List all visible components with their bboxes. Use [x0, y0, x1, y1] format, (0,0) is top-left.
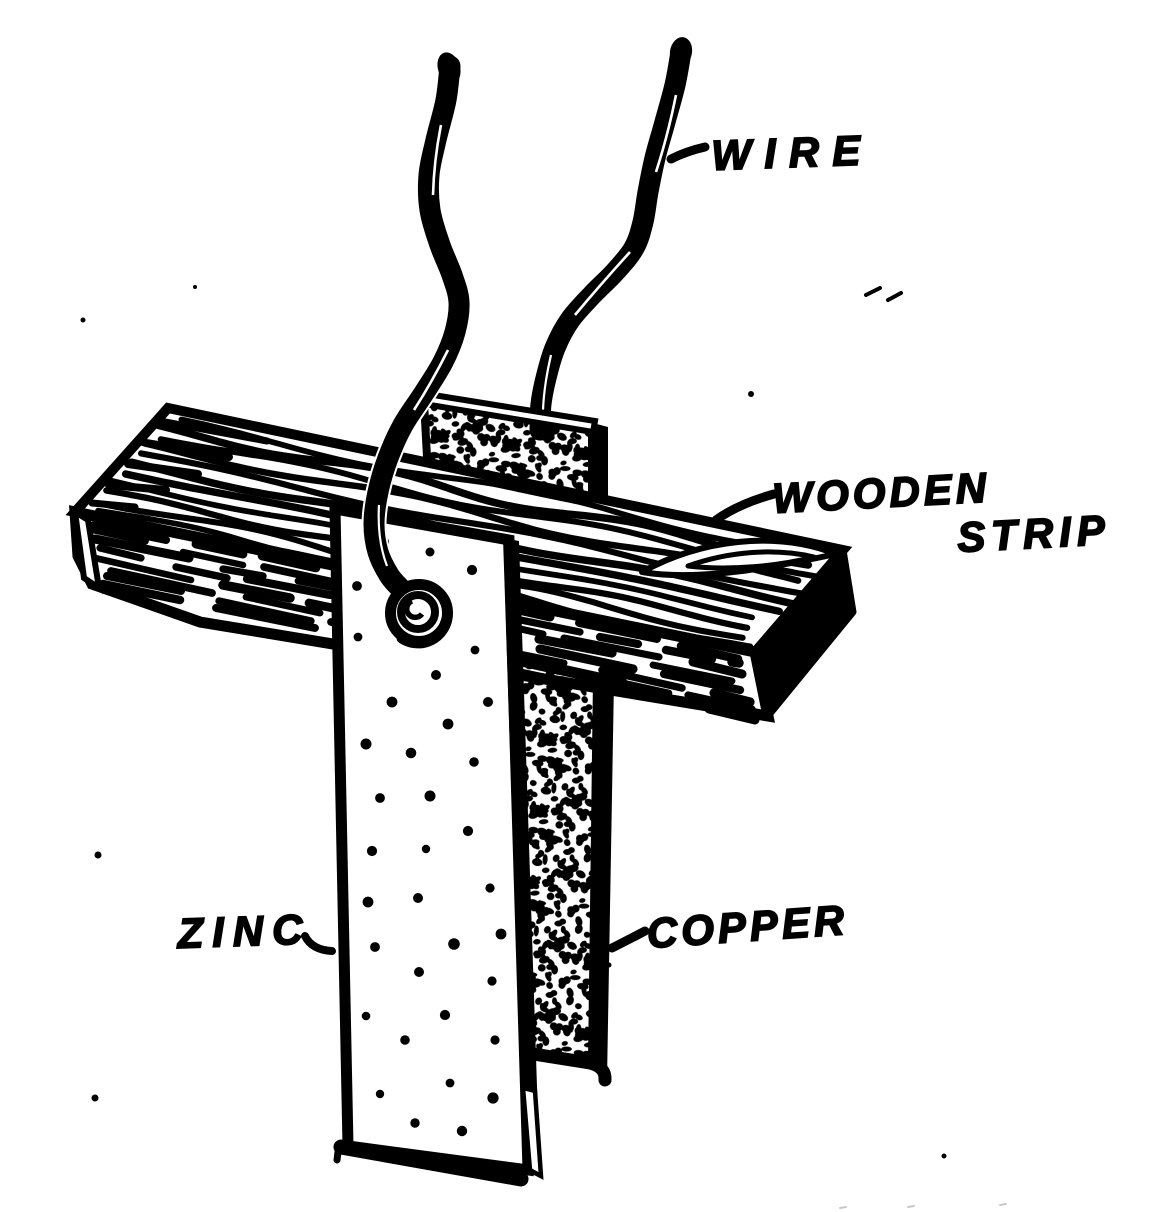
- svg-text:STRIP: STRIP: [956, 506, 1112, 561]
- svg-text:WIRE: WIRE: [711, 126, 874, 179]
- svg-text:ZINC: ZINC: [176, 905, 313, 957]
